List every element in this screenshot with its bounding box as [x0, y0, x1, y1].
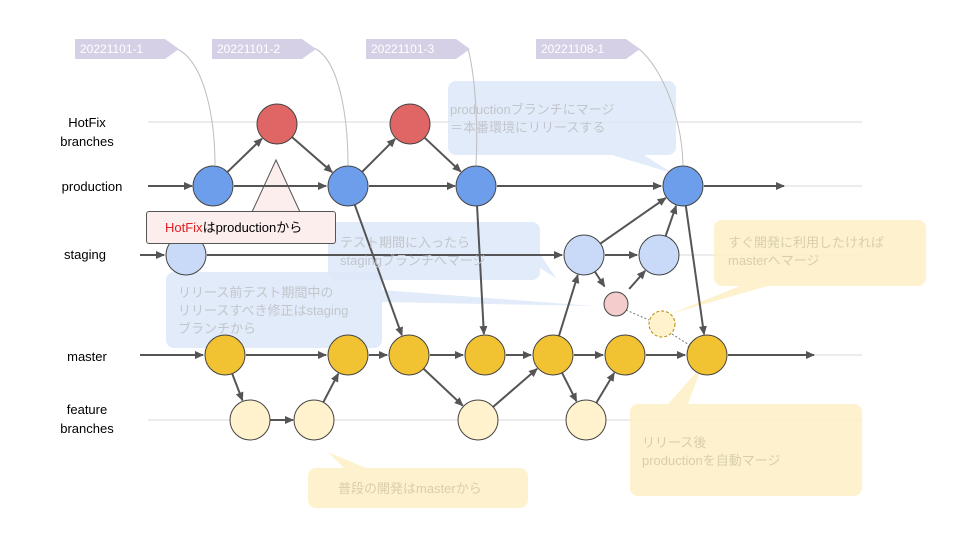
note-after-release: リリース後 productionを自動マージ: [642, 434, 780, 470]
commit-node-m7: [686, 334, 728, 376]
lane-label-staging: staging: [64, 247, 106, 262]
note-after-release-line1: リリース後: [642, 435, 707, 450]
branch-edge-21: [599, 197, 667, 245]
commit-node-e4: [565, 399, 607, 441]
release-tag-2: 20221101-2: [212, 39, 316, 59]
commit-node-p3: [455, 165, 497, 207]
branch-edge-26: [353, 204, 403, 337]
note-release-fix-line1: リリース前テスト期間中の: [178, 285, 334, 300]
commit-node-h1: [256, 103, 298, 145]
note-release-fix-line3: ブランチから: [178, 321, 257, 336]
branch-edge-24: [594, 271, 606, 288]
commit-node-s3: [638, 234, 680, 276]
note-production-merge-line1: productionブランチにマージ: [450, 102, 615, 117]
branch-edge-17: [226, 137, 263, 173]
branch-edge-28: [231, 373, 244, 402]
callout-production-merge-shape: [448, 81, 676, 173]
release-tag-4-label: 20221108-1: [541, 42, 605, 56]
note-test-period-line1: テスト期間に入ったら: [340, 235, 471, 250]
lane-label-hotfix-line1: HotFix: [68, 115, 106, 130]
commit-node-m3: [388, 334, 430, 376]
commit-node-m6: [604, 334, 646, 376]
note-test-period-line2: stagingブランチへマージ: [340, 253, 486, 268]
commit-node-e2: [293, 399, 335, 441]
lane-label-hotfix: HotFix branches: [22, 113, 152, 151]
release-tag-3: 20221101-3: [366, 39, 470, 59]
release-tag-1: 20221101-1: [75, 39, 179, 59]
branch-edge-20: [423, 136, 462, 173]
note-normal-dev: 普段の開発はmasterから: [338, 481, 482, 496]
branch-edge-22: [664, 204, 678, 237]
note-hotfix-rest: はproductionから: [202, 220, 303, 235]
release-tag-1-label: 20221101-1: [80, 42, 144, 56]
branch-edge-25: [476, 205, 488, 336]
commit-node-m4: [464, 334, 506, 376]
note-production-merge: productionブランチにマージ ＝本番環境にリリースする: [450, 101, 614, 137]
note-release-fix-line2: リリースすべき修正はstaging: [178, 303, 349, 318]
callout-test-period-shape: [328, 222, 556, 280]
branch-edge-30: [322, 372, 340, 403]
commit-node-s2: [563, 234, 605, 276]
branch-edge-33: [561, 372, 578, 403]
commit-node-e1: [229, 399, 271, 441]
branch-edge-19: [361, 138, 396, 173]
tag-connector-2: [313, 47, 349, 166]
tag-connector-4: [637, 47, 684, 166]
commit-node-p2: [327, 165, 369, 207]
branch-edge-18: [291, 136, 333, 173]
branch-edge-34: [595, 372, 616, 404]
note-dev-now-line1: すぐ開発に利用したければ: [728, 235, 885, 250]
release-tag-3-label: 20221101-3: [371, 42, 435, 56]
commit-node-p1: [192, 165, 234, 207]
commit-node-m2: [327, 334, 369, 376]
commit-node-h2: [389, 103, 431, 145]
commit-node-f1: [603, 291, 629, 317]
commit-node-e3: [457, 399, 499, 441]
callout-dev-now-shape: [670, 220, 926, 314]
release-tag-2-label: 20221101-2: [217, 42, 281, 56]
note-dev-now: すぐ開発に利用したければ masterへマージ: [728, 234, 884, 270]
lane-label-feature-line1: feature: [66, 402, 108, 417]
commit-node-m1: [204, 334, 246, 376]
note-release-fix: リリース前テスト期間中の リリースすべき修正はstaging ブランチから: [178, 284, 348, 338]
branch-edge-31: [422, 367, 464, 407]
branch-edge-35: [557, 274, 580, 337]
lane-label-feature-line2: branches: [60, 421, 114, 436]
lane-label-production: production: [61, 179, 123, 194]
branch-edge-32: [492, 367, 538, 408]
dotted-edge-1: [625, 309, 650, 321]
note-test-period: テスト期間に入ったら stagingブランチへマージ: [340, 234, 486, 270]
branch-edge-27: [684, 205, 707, 336]
tag-connector-1: [174, 47, 216, 166]
note-production-merge-line2: ＝本番環境にリリースする: [450, 120, 606, 135]
tag-connector-3: [467, 47, 478, 166]
note-hotfix-from: HotFixはproductionから: [146, 211, 336, 244]
commit-node-m5: [532, 334, 574, 376]
commit-node-f2: [648, 310, 676, 338]
release-tag-4: 20221108-1: [536, 39, 640, 59]
lane-label-feature: feature branches: [22, 400, 152, 438]
commit-node-p4: [662, 165, 704, 207]
callout-normal-dev-shape: [308, 452, 528, 508]
branch-edge-23: [628, 270, 646, 290]
note-dev-now-line2: masterへマージ: [728, 253, 820, 268]
callout-after-release-shape: [630, 366, 862, 496]
note-after-release-line2: productionを自動マージ: [642, 453, 781, 468]
note-hotfix-word: HotFix: [165, 220, 203, 235]
lane-label-hotfix-line2: branches: [60, 134, 114, 149]
lane-label-master: master: [67, 349, 107, 364]
callout-release-fix-shape: [166, 272, 594, 348]
